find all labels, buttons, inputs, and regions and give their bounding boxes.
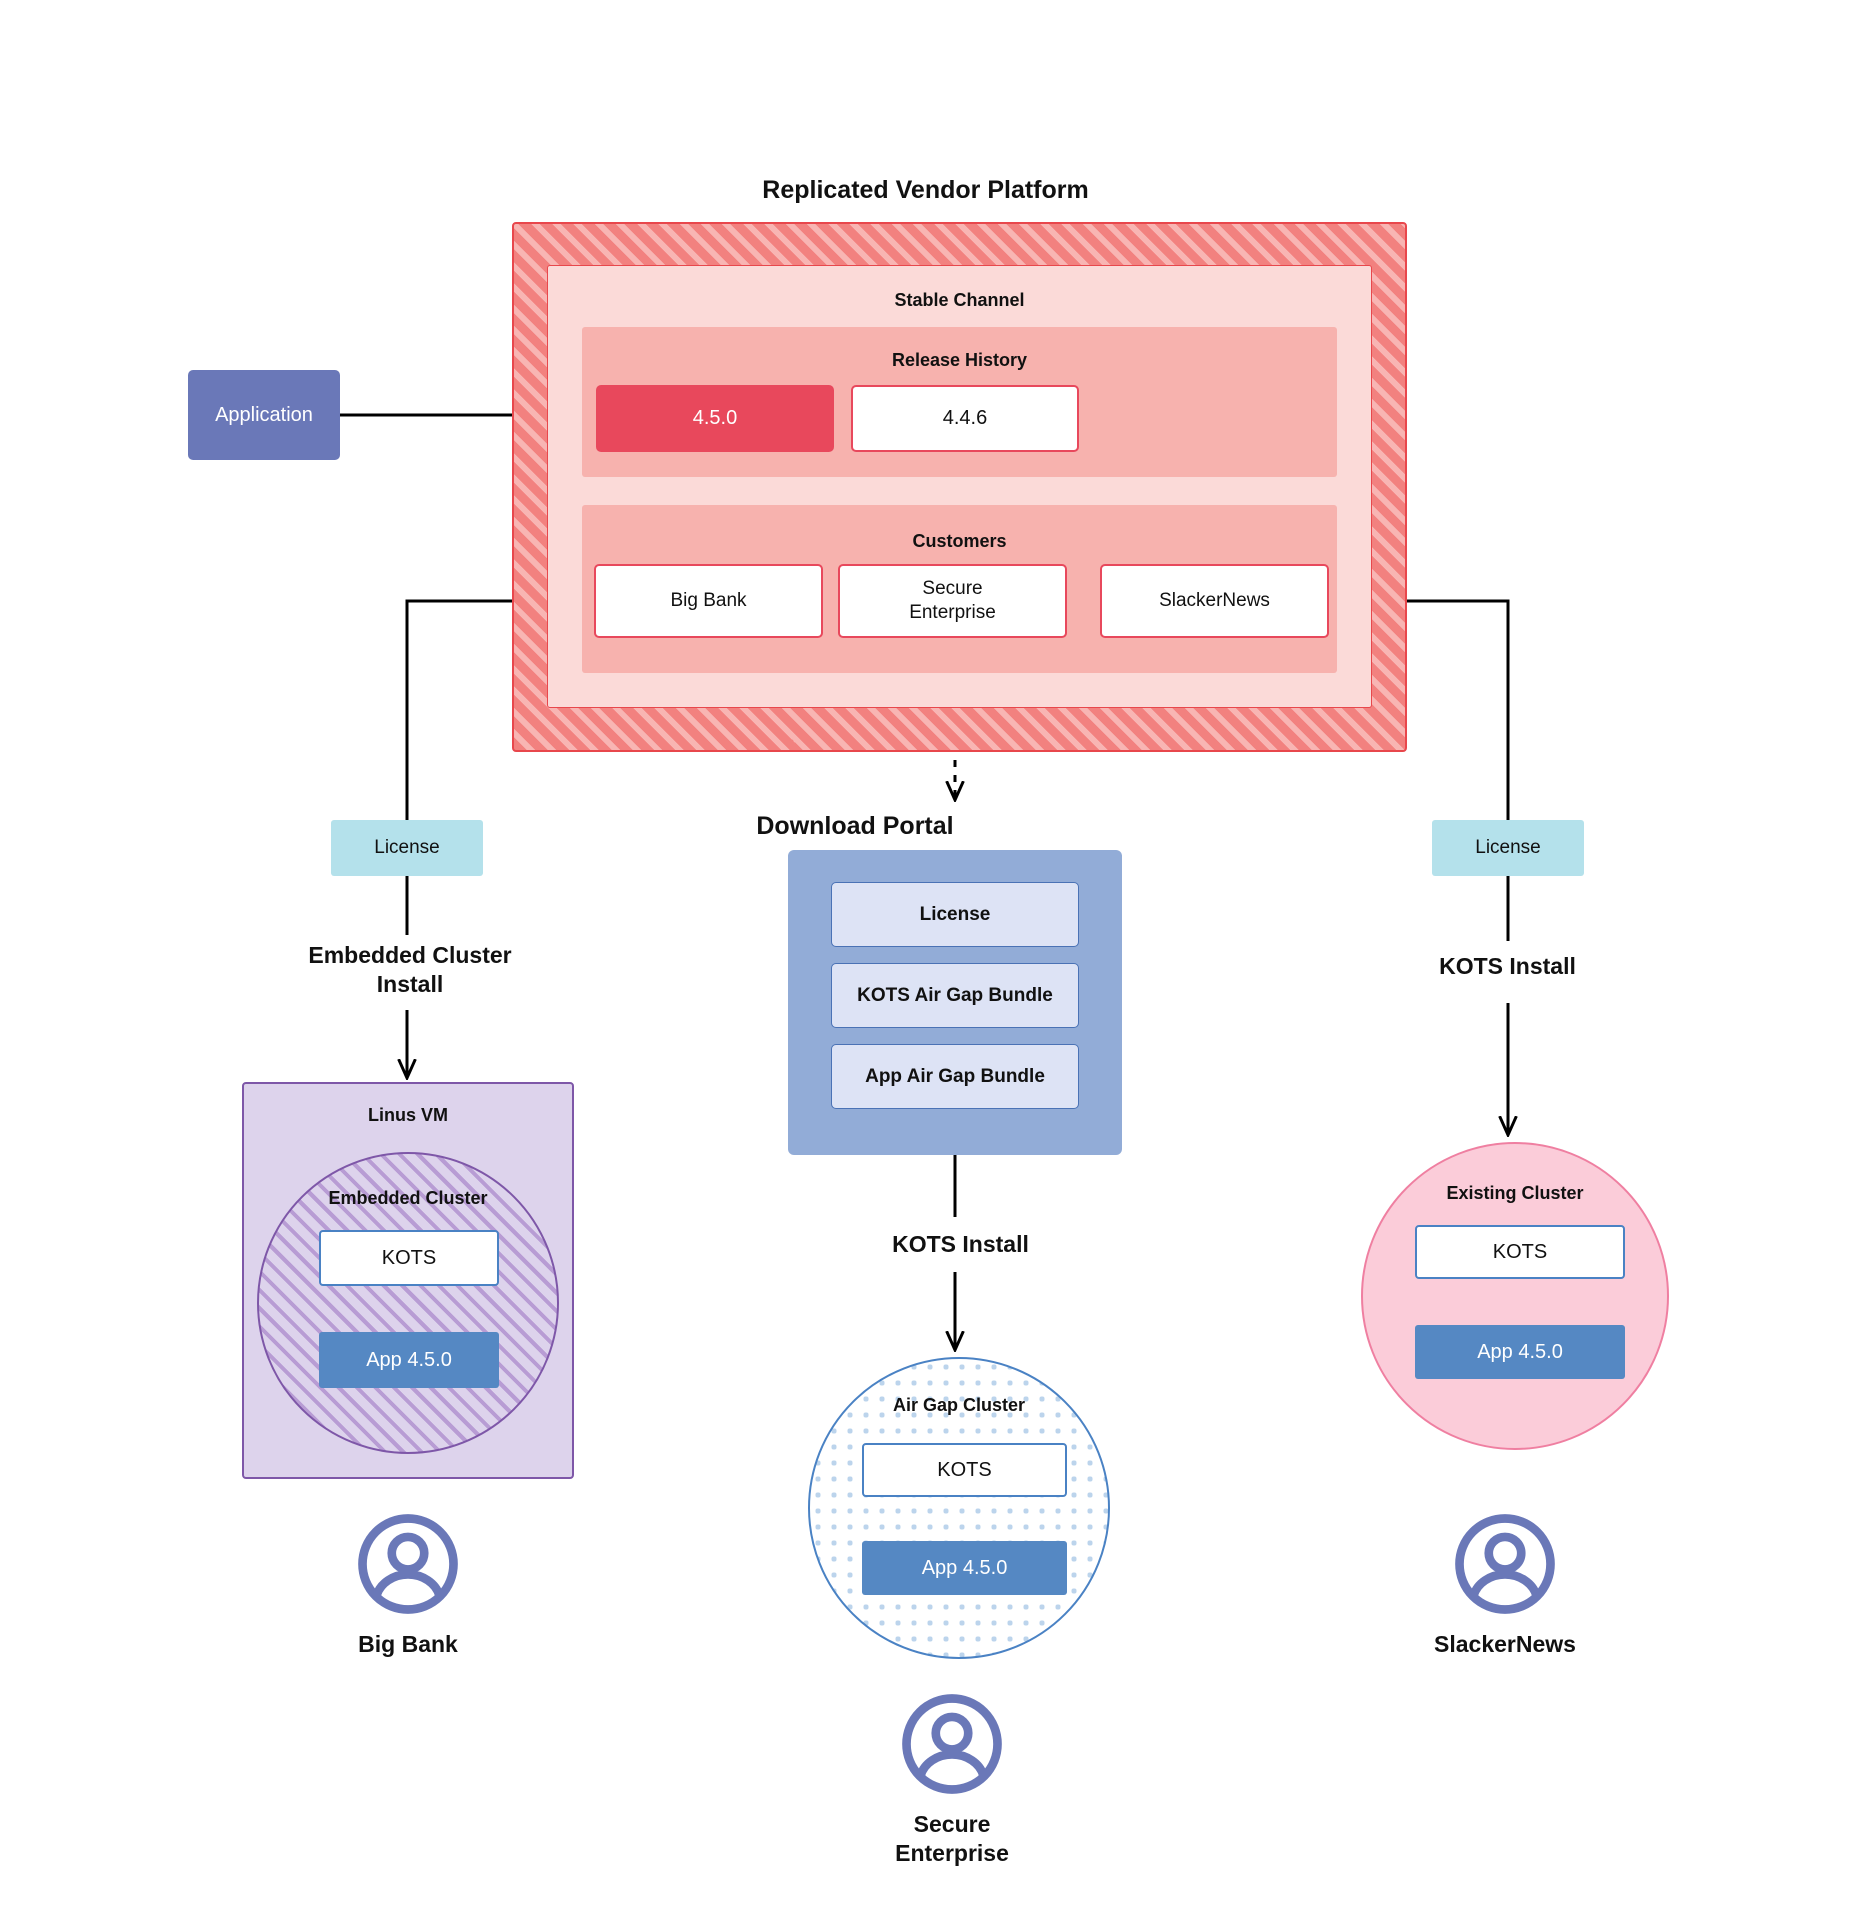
download-portal-container: License KOTS Air Gap Bundle App Air Gap … bbox=[788, 850, 1122, 1155]
persona-label: Big Bank bbox=[358, 1631, 458, 1657]
kots-chip-air-gap[interactable]: KOTS bbox=[862, 1443, 1067, 1497]
customers-title: Customers bbox=[912, 530, 1007, 551]
persona-label: SlackerNews bbox=[1434, 1631, 1576, 1657]
existing-cluster-title: Existing Cluster bbox=[1446, 1182, 1584, 1203]
persona-big-bank: Big Bank bbox=[308, 1512, 508, 1659]
release-history-title: Release History bbox=[891, 349, 1028, 370]
user-icon bbox=[358, 1514, 458, 1614]
customer-chip-slackernews[interactable]: SlackerNews bbox=[1100, 564, 1329, 638]
stable-channel-title: Stable Channel bbox=[894, 289, 1025, 310]
embedded-cluster-circle bbox=[257, 1152, 559, 1454]
linux-vm-title: Linus VM bbox=[368, 1104, 448, 1125]
customer-chip-big-bank[interactable]: Big Bank bbox=[594, 564, 823, 638]
air-gap-cluster-title: Air Gap Cluster bbox=[892, 1394, 1026, 1415]
label-kots-install-center: KOTS Install bbox=[892, 1230, 1029, 1257]
download-portal-title: Download Portal bbox=[756, 811, 954, 840]
user-icon bbox=[902, 1694, 1002, 1794]
kots-chip-existing[interactable]: KOTS bbox=[1415, 1225, 1625, 1279]
portal-item-license[interactable]: License bbox=[831, 882, 1079, 947]
label-kots-install-right: KOTS Install bbox=[1439, 952, 1576, 979]
portal-item-kots-air-gap-bundle[interactable]: KOTS Air Gap Bundle bbox=[831, 963, 1079, 1028]
kots-chip-embedded[interactable]: KOTS bbox=[319, 1230, 499, 1286]
app-chip-embedded[interactable]: App 4.5.0 bbox=[319, 1332, 499, 1388]
portal-item-app-air-gap-bundle[interactable]: App Air Gap Bundle bbox=[831, 1044, 1079, 1109]
embedded-cluster-title: Embedded Cluster bbox=[328, 1187, 488, 1208]
release-chip-previous[interactable]: 4.4.6 bbox=[851, 385, 1079, 452]
license-badge-right[interactable]: License bbox=[1432, 820, 1584, 876]
user-icon bbox=[1455, 1514, 1555, 1614]
app-chip-air-gap[interactable]: App 4.5.0 bbox=[862, 1541, 1067, 1595]
app-chip-existing[interactable]: App 4.5.0 bbox=[1415, 1325, 1625, 1379]
air-gap-cluster-circle bbox=[808, 1357, 1110, 1659]
page-title: Replicated Vendor Platform bbox=[762, 175, 1089, 204]
application-box[interactable]: Application bbox=[188, 370, 340, 460]
persona-slackernews: SlackerNews bbox=[1405, 1512, 1605, 1659]
license-badge-left[interactable]: License bbox=[331, 820, 483, 876]
release-chip-current[interactable]: 4.5.0 bbox=[596, 385, 834, 452]
existing-cluster-circle bbox=[1361, 1142, 1669, 1450]
